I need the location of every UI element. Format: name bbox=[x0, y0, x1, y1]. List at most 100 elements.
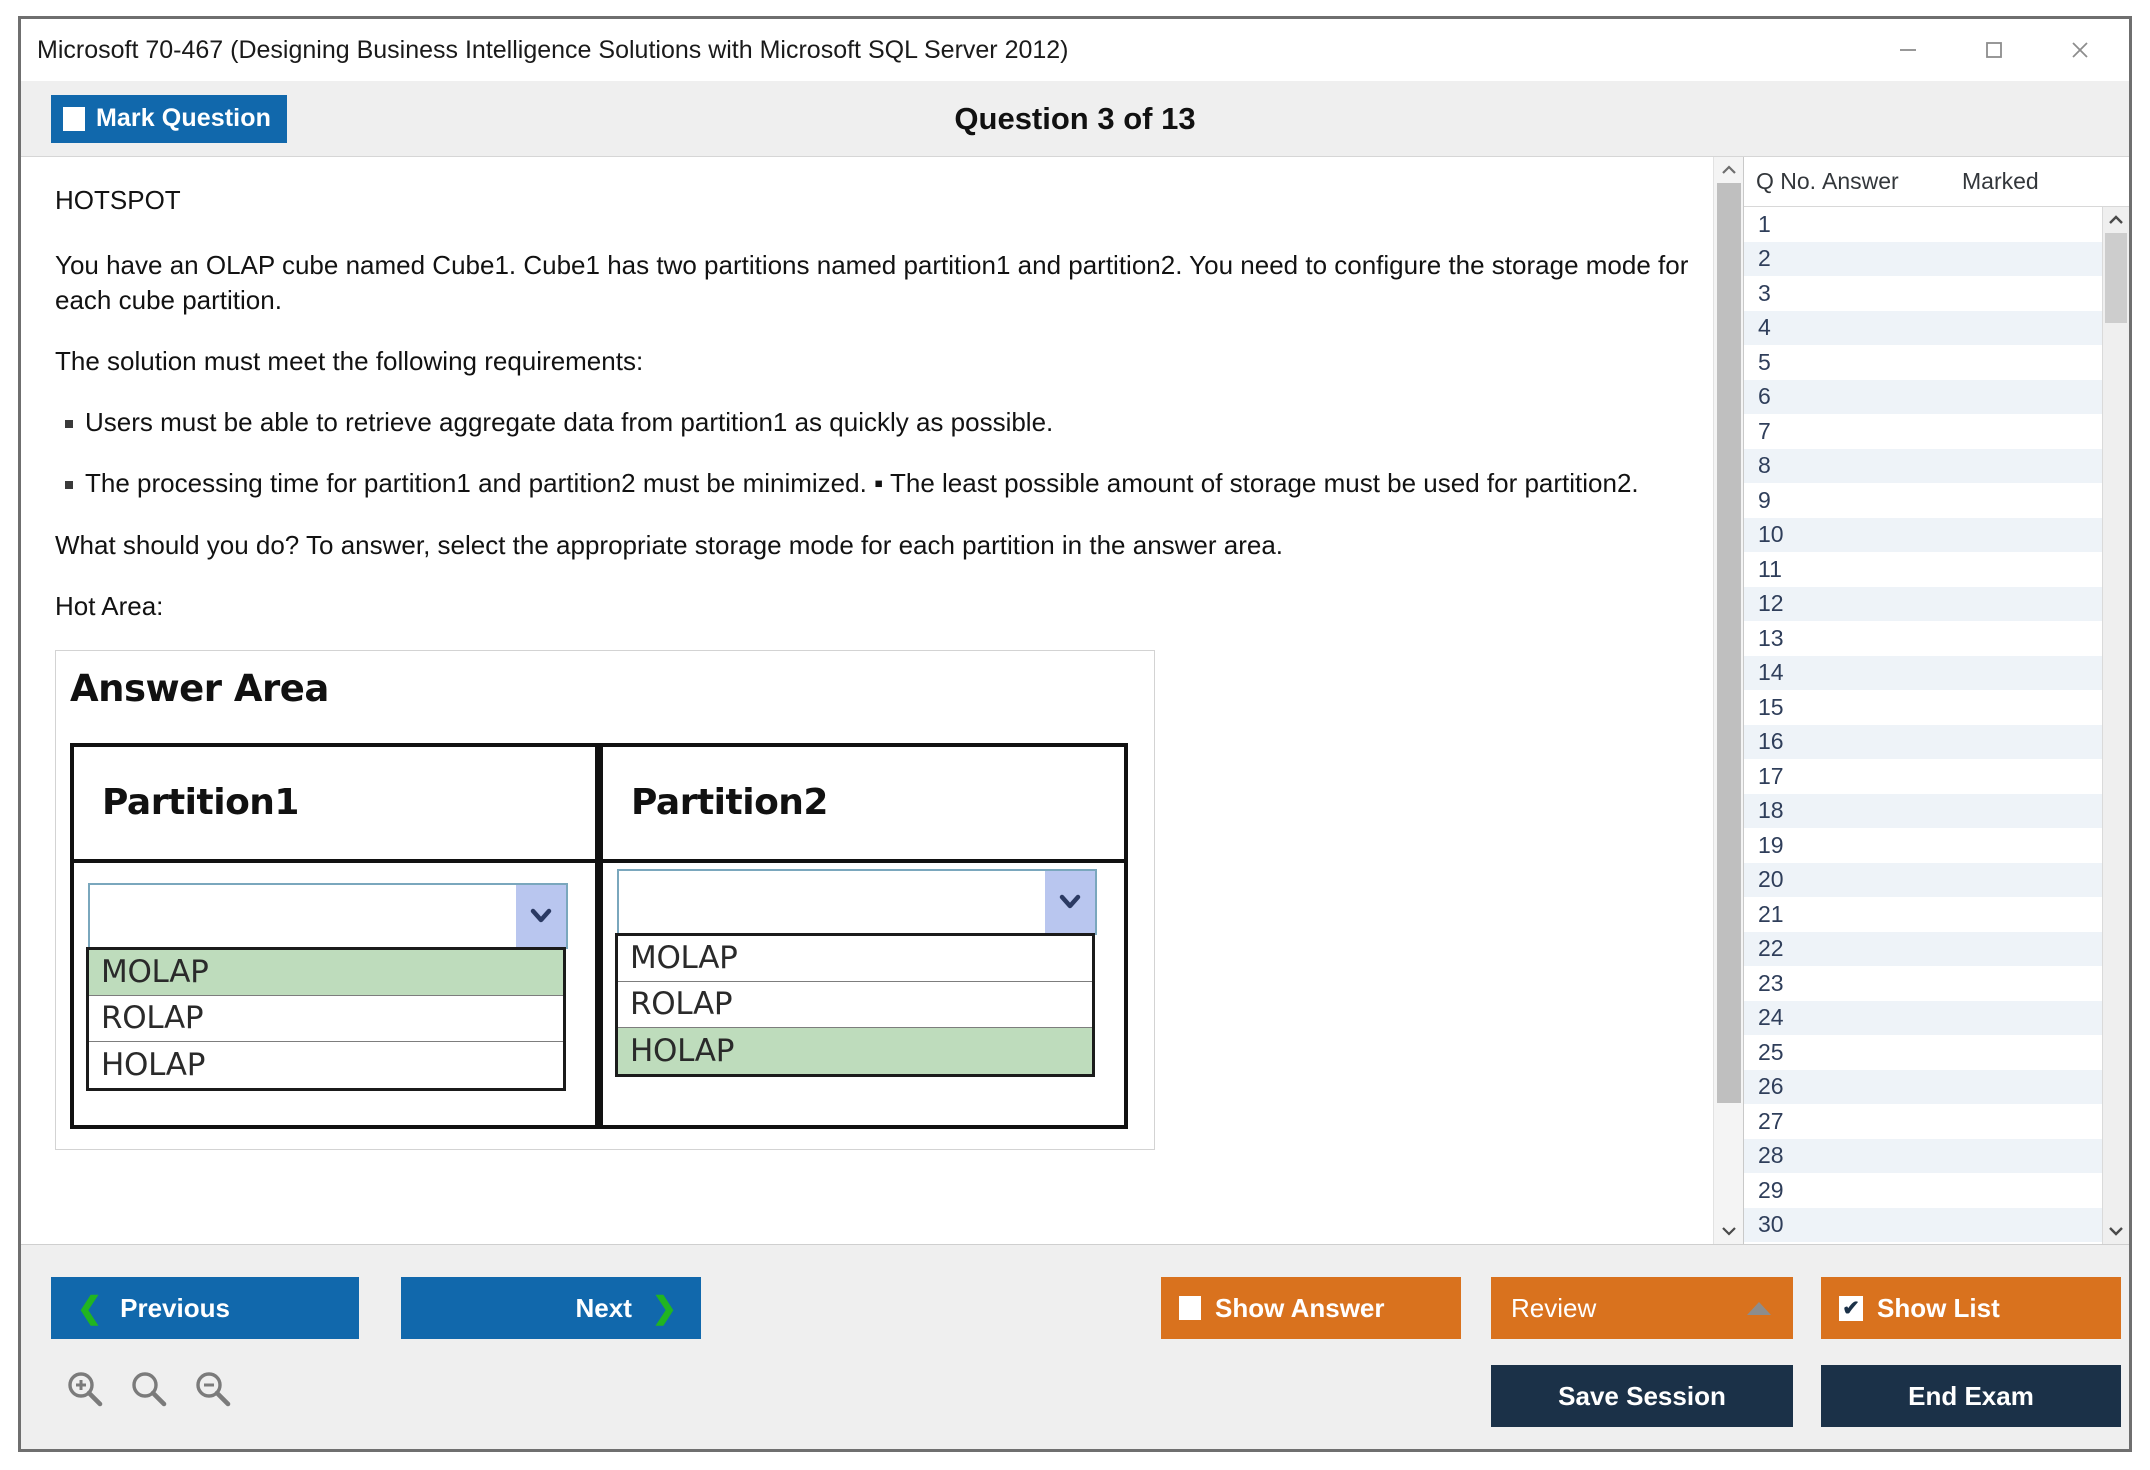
chevron-down-icon[interactable] bbox=[1045, 870, 1095, 933]
close-icon[interactable] bbox=[2037, 21, 2123, 79]
window-controls bbox=[1865, 19, 2123, 81]
question-list-row[interactable]: 18 bbox=[1744, 793, 2102, 828]
question-list-row[interactable]: 5 bbox=[1744, 345, 2102, 380]
mark-question-button[interactable]: Mark Question bbox=[51, 94, 287, 143]
partition2-option-rolap[interactable]: ROLAP bbox=[618, 981, 1092, 1028]
partition1-option-molap[interactable]: MOLAP bbox=[89, 949, 563, 996]
question-list-scrollbar[interactable] bbox=[2102, 207, 2129, 1244]
question-list-row[interactable]: 16 bbox=[1744, 724, 2102, 759]
minimize-icon[interactable] bbox=[1865, 21, 1951, 79]
question-number: 2 bbox=[1758, 245, 1771, 272]
question-list-scrollbar-thumb[interactable] bbox=[2105, 233, 2127, 323]
question-number: 29 bbox=[1758, 1176, 1784, 1203]
scroll-down-icon[interactable] bbox=[1714, 1218, 1743, 1244]
question-number: 11 bbox=[1758, 555, 1782, 582]
partition2-option-molap[interactable]: MOLAP bbox=[618, 935, 1092, 982]
partition1-option-rolap[interactable]: ROLAP bbox=[89, 995, 563, 1042]
partition1-dropdown-list[interactable]: MOLAP ROLAP HOLAP bbox=[86, 946, 566, 1091]
question-list-row[interactable]: 30 bbox=[1744, 1207, 2102, 1242]
show-answer-checkbox[interactable] bbox=[1179, 1296, 1201, 1320]
question-list-row[interactable]: 26 bbox=[1744, 1069, 2102, 1104]
footer-toolbar: ❮ Previous Next ❯ Show Answer Review ✔ S… bbox=[21, 1245, 2129, 1449]
chevron-right-icon: ❯ bbox=[651, 1291, 677, 1325]
title-bar: Microsoft 70-467 (Designing Business Int… bbox=[21, 19, 2129, 81]
question-list-row[interactable]: 6 bbox=[1744, 379, 2102, 414]
question-number: 27 bbox=[1758, 1107, 1784, 1134]
exam-window: Microsoft 70-467 (Designing Business Int… bbox=[18, 16, 2132, 1452]
question-list-row[interactable]: 11 bbox=[1744, 552, 2102, 587]
partition1-dropdown[interactable] bbox=[88, 882, 568, 949]
question-number: 17 bbox=[1758, 762, 1784, 789]
question-list-row[interactable]: 23 bbox=[1744, 966, 2102, 1001]
question-list-row[interactable]: 29 bbox=[1744, 1173, 2102, 1208]
question-list-row[interactable]: 10 bbox=[1744, 517, 2102, 552]
question-number: 15 bbox=[1758, 693, 1784, 720]
question-list-row[interactable]: 19 bbox=[1744, 828, 2102, 863]
previous-button[interactable]: ❮ Previous bbox=[51, 1277, 359, 1339]
save-session-button[interactable]: Save Session bbox=[1491, 1365, 1793, 1427]
question-list-row[interactable]: 4 bbox=[1744, 310, 2102, 345]
triangle-up-icon bbox=[1747, 1301, 1771, 1315]
show-answer-button[interactable]: Show Answer bbox=[1161, 1277, 1461, 1339]
question-list-row[interactable]: 20 bbox=[1744, 862, 2102, 897]
chevron-down-icon[interactable] bbox=[516, 884, 566, 947]
content-scrollbar[interactable] bbox=[1713, 157, 1743, 1244]
question-list-row[interactable]: 9 bbox=[1744, 483, 2102, 518]
zoom-out-icon[interactable] bbox=[191, 1367, 235, 1416]
review-dropdown-button[interactable]: Review bbox=[1491, 1277, 1793, 1339]
question-list-row[interactable]: 24 bbox=[1744, 1000, 2102, 1035]
question-list-row[interactable]: 13 bbox=[1744, 621, 2102, 656]
partition1-header: Partition1 bbox=[70, 742, 599, 863]
question-list-row[interactable]: 25 bbox=[1744, 1035, 2102, 1070]
end-exam-label: End Exam bbox=[1908, 1380, 2034, 1411]
body-row: HOTSPOT You have an OLAP cube named Cube… bbox=[21, 157, 2129, 1245]
question-list-row[interactable]: 2 bbox=[1744, 241, 2102, 276]
answer-area-header-row: Partition1 Partition2 bbox=[70, 742, 1128, 863]
next-button[interactable]: Next ❯ bbox=[401, 1277, 701, 1339]
partition2-option-holap[interactable]: HOLAP bbox=[618, 1027, 1092, 1074]
content-scrollbar-thumb[interactable] bbox=[1717, 183, 1741, 1103]
end-exam-button[interactable]: End Exam bbox=[1821, 1365, 2121, 1427]
question-list-row[interactable]: 28 bbox=[1744, 1138, 2102, 1173]
partition2-dropdown[interactable] bbox=[617, 868, 1097, 935]
question-number: 1 bbox=[1758, 210, 1771, 237]
question-list-row[interactable]: 12 bbox=[1744, 586, 2102, 621]
show-list-checkbox[interactable]: ✔ bbox=[1839, 1295, 1863, 1321]
question-list-row[interactable]: 7 bbox=[1744, 414, 2102, 449]
scroll-up-icon[interactable] bbox=[1714, 157, 1743, 183]
question-list-row[interactable]: 1 bbox=[1744, 207, 2102, 242]
question-bullet-1-text: Users must be able to retrieve aggregate… bbox=[85, 407, 1054, 438]
scroll-down-icon[interactable] bbox=[2103, 1218, 2129, 1244]
question-number: 14 bbox=[1758, 659, 1784, 686]
question-counter: Question 3 of 13 bbox=[954, 100, 1196, 136]
question-number: 18 bbox=[1758, 797, 1784, 824]
question-list-row[interactable]: 15 bbox=[1744, 690, 2102, 725]
maximize-icon[interactable] bbox=[1951, 21, 2037, 79]
partition1-option-holap[interactable]: HOLAP bbox=[89, 1041, 563, 1088]
question-list-row[interactable]: 14 bbox=[1744, 655, 2102, 690]
question-list-row[interactable]: 3 bbox=[1744, 276, 2102, 311]
show-list-button[interactable]: ✔ Show List bbox=[1821, 1277, 2121, 1339]
question-number: 5 bbox=[1758, 348, 1771, 375]
question-list-row[interactable]: 17 bbox=[1744, 759, 2102, 794]
partition2-dropdown-list[interactable]: MOLAP ROLAP HOLAP bbox=[615, 932, 1095, 1077]
question-list-row[interactable]: 8 bbox=[1744, 448, 2102, 483]
question-number: 4 bbox=[1758, 314, 1771, 341]
question-number: 26 bbox=[1758, 1073, 1784, 1100]
next-button-label: Next bbox=[575, 1292, 632, 1323]
column-header-q-no: Q No. bbox=[1756, 168, 1817, 194]
zoom-in-icon[interactable] bbox=[63, 1367, 107, 1416]
question-number: 6 bbox=[1758, 383, 1771, 410]
question-list-row[interactable]: 27 bbox=[1744, 1104, 2102, 1139]
zoom-reset-icon[interactable] bbox=[127, 1367, 171, 1416]
question-list-row[interactable]: 21 bbox=[1744, 897, 2102, 932]
question-number: 16 bbox=[1758, 728, 1784, 755]
question-list-header: Q No. Answer Marked bbox=[1744, 157, 2129, 207]
question-bullet-2-text: The processing time for partition1 and p… bbox=[85, 468, 1639, 499]
mark-question-checkbox[interactable] bbox=[63, 106, 85, 131]
question-list-row[interactable]: 22 bbox=[1744, 931, 2102, 966]
question-number: 28 bbox=[1758, 1142, 1784, 1169]
scroll-up-icon[interactable] bbox=[2103, 207, 2129, 233]
